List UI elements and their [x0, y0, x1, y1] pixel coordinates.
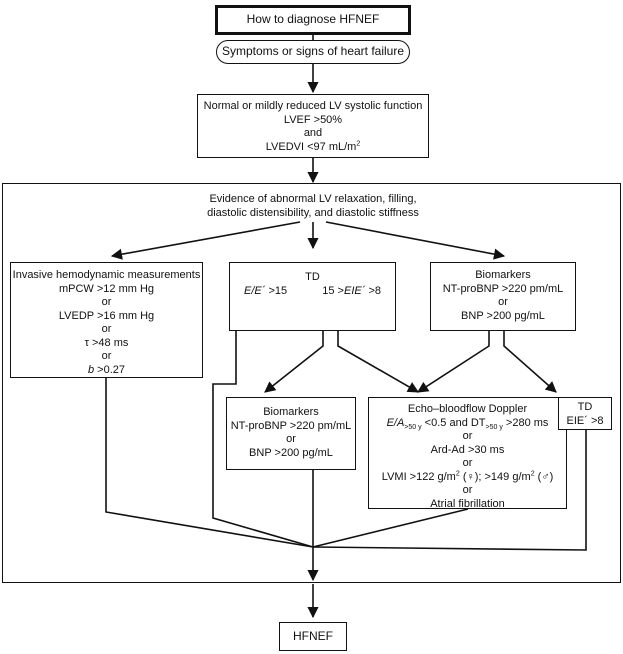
invasive-l1: mPCW >12 mm Hg — [58, 282, 155, 295]
connector-td-merge — [212, 330, 314, 548]
invasive-or3: or — [101, 350, 112, 362]
echo-l4: Atrial fibrillation — [430, 497, 505, 510]
invasive-l3: τ >48 ms — [84, 336, 129, 349]
td-main-box: TD E/E´ >15 15 >EIE´ >8 — [229, 262, 396, 331]
evidence-line2: diastolic distensibility, and diastolic … — [207, 206, 419, 219]
symptoms-text: Symptoms or signs of heart failure — [221, 44, 405, 59]
systolic-line2: LVEF >50% — [283, 113, 343, 126]
td-small-box: TD EIE´ >8 — [558, 397, 612, 430]
biomarkers-right-or1: or — [498, 296, 508, 308]
echo-or1: or — [462, 430, 473, 442]
evidence-text: Evidence of abnormal LV relaxation, fill… — [150, 193, 476, 220]
echo-l2: Ard-Ad >30 ms — [430, 443, 505, 456]
systolic-box: Normal or mildly reduced LV systolic fun… — [197, 94, 429, 158]
invasive-l2: LVEDP >16 mm Hg — [58, 309, 155, 322]
invasive-l4: b >0.27 — [87, 363, 125, 376]
systolic-line4: LVEDVI <97 mL/m2 — [265, 139, 361, 153]
biomarkers-mid-box: Biomarkers NT-proBNP >220 pm/mL or BNP >… — [226, 397, 356, 470]
echo-l3: LVMI >122 g/m2 (♀); >149 g/m2 (♂) — [381, 469, 554, 483]
invasive-or2: or — [101, 323, 112, 335]
connector-echo-merge — [312, 508, 469, 548]
connector-td-small-merge — [312, 430, 587, 551]
td-main-heading: TD — [305, 271, 320, 283]
td-small-l1: EIE´ >8 — [566, 414, 604, 427]
title-text: How to diagnose HFNEF — [246, 12, 380, 27]
symptoms-box: Symptoms or signs of heart failure — [216, 40, 410, 64]
biomarkers-right-l2: BNP >200 pg/mL — [461, 309, 545, 322]
invasive-box: Invasive hemodynamic measurements mPCW >… — [10, 262, 203, 378]
evidence-line1: Evidence of abnormal LV relaxation, fill… — [209, 193, 417, 205]
arrow-evidence-biomarkers — [325, 221, 506, 260]
td-main-right: 15 >EIE´ >8 — [322, 284, 381, 297]
echo-l1: E/A>50 y <0.5 and DT>50 y >280 ms — [386, 416, 549, 431]
biomarkers-mid-or1: or — [286, 433, 296, 445]
invasive-heading: Invasive hemodynamic measurements — [12, 269, 201, 281]
arrow-biomarkers-td — [503, 330, 557, 393]
result-text: HFNEF — [293, 628, 333, 643]
echo-heading: Echo–bloodflow Doppler — [407, 403, 528, 415]
arrow-td-biomarkers — [264, 330, 324, 393]
biomarkers-right-box: Biomarkers NT-proBNP >220 pm/mL or BNP >… — [430, 262, 576, 331]
biomarkers-mid-l2: BNP >200 pg/mL — [249, 446, 333, 459]
result-box: HFNEF — [279, 622, 347, 651]
echo-or2: or — [462, 457, 473, 469]
systolic-line3: and — [303, 127, 323, 139]
biomarkers-mid-l1: NT-proBNP >220 pm/mL — [230, 419, 352, 432]
systolic-line1: Normal or mildly reduced LV systolic fun… — [203, 100, 423, 112]
td-small-heading: TD — [577, 401, 593, 413]
td-main-left: E/E´ >15 — [244, 284, 288, 297]
arrow-evidence-invasive — [110, 221, 301, 260]
arrow-biomarkers-echo — [417, 330, 490, 393]
biomarkers-right-heading: Biomarkers — [475, 269, 531, 281]
td-main-criteria: E/E´ >15 15 >EIE´ >8 — [230, 285, 395, 299]
arrow-td-echo — [337, 330, 419, 393]
biomarkers-mid-heading: Biomarkers — [263, 406, 319, 418]
evidence-frame — [2, 183, 621, 583]
biomarkers-right-l1: NT-proBNP >220 pm/mL — [442, 282, 564, 295]
title-box: How to diagnose HFNEF — [215, 5, 411, 35]
invasive-or1: or — [101, 296, 112, 308]
echo-box: Echo–bloodflow Doppler E/A>50 y <0.5 and… — [368, 397, 567, 510]
echo-or3: or — [462, 484, 473, 496]
connector-invasive-merge — [105, 378, 314, 548]
